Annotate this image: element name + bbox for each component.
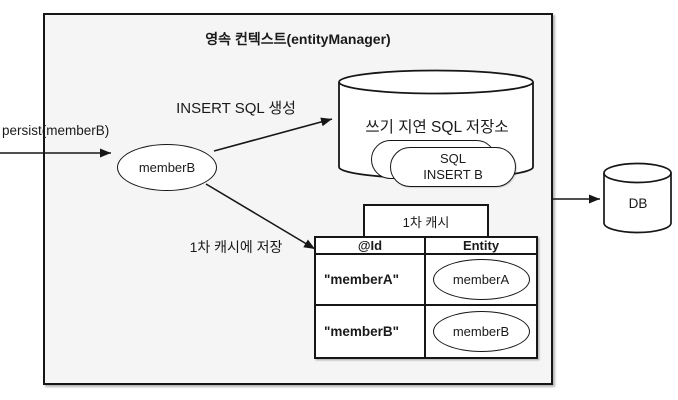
sql-item-insert-b: SQL INSERT B xyxy=(390,147,516,187)
cache-table: @Id Entity "memberA" memberA "memberB" m… xyxy=(314,236,538,359)
entity-memberb-cached-label: memberB xyxy=(452,324,510,339)
insert-sql-label: INSERT SQL 생성 xyxy=(176,100,296,117)
cache-column-id: @Id xyxy=(316,238,426,255)
cache-row-membera-entity: memberA xyxy=(426,255,536,306)
db-label: DB xyxy=(628,196,648,211)
db-cylinder xyxy=(603,162,672,234)
sql-store-label: 쓰기 지연 SQL 저장소 xyxy=(365,119,509,136)
sql-item-line2: INSERT B xyxy=(423,167,483,182)
entity-memberb-label: memberB xyxy=(138,160,196,175)
cache-store-arrow xyxy=(205,183,316,250)
sql-item-line1: SQL xyxy=(439,150,466,166)
persist-call-label: persist(memberB) xyxy=(2,123,110,138)
diagram-title: 영속 컨텍스트(entityManager) xyxy=(205,31,391,47)
entity-memberb-ellipse: memberB xyxy=(117,144,217,191)
cache-row-memberb-id: "memberB" xyxy=(316,306,426,357)
entity-memberb-cached-ellipse: memberB xyxy=(432,311,530,352)
cache-column-entity: Entity xyxy=(426,238,536,255)
cache-row-memberb-entity: memberB xyxy=(426,306,536,357)
entity-membera-cached-ellipse: memberA xyxy=(432,259,530,300)
cache-store-label: 1차 캐시에 저장 xyxy=(189,239,283,255)
cache-row-membera-id: "memberA" xyxy=(316,255,426,306)
cache-tab: 1차 캐시 xyxy=(363,204,489,236)
entity-membera-cached-label: memberA xyxy=(452,272,510,287)
insert-sql-arrow xyxy=(213,117,333,152)
cache-tab-label: 1차 캐시 xyxy=(402,214,450,230)
